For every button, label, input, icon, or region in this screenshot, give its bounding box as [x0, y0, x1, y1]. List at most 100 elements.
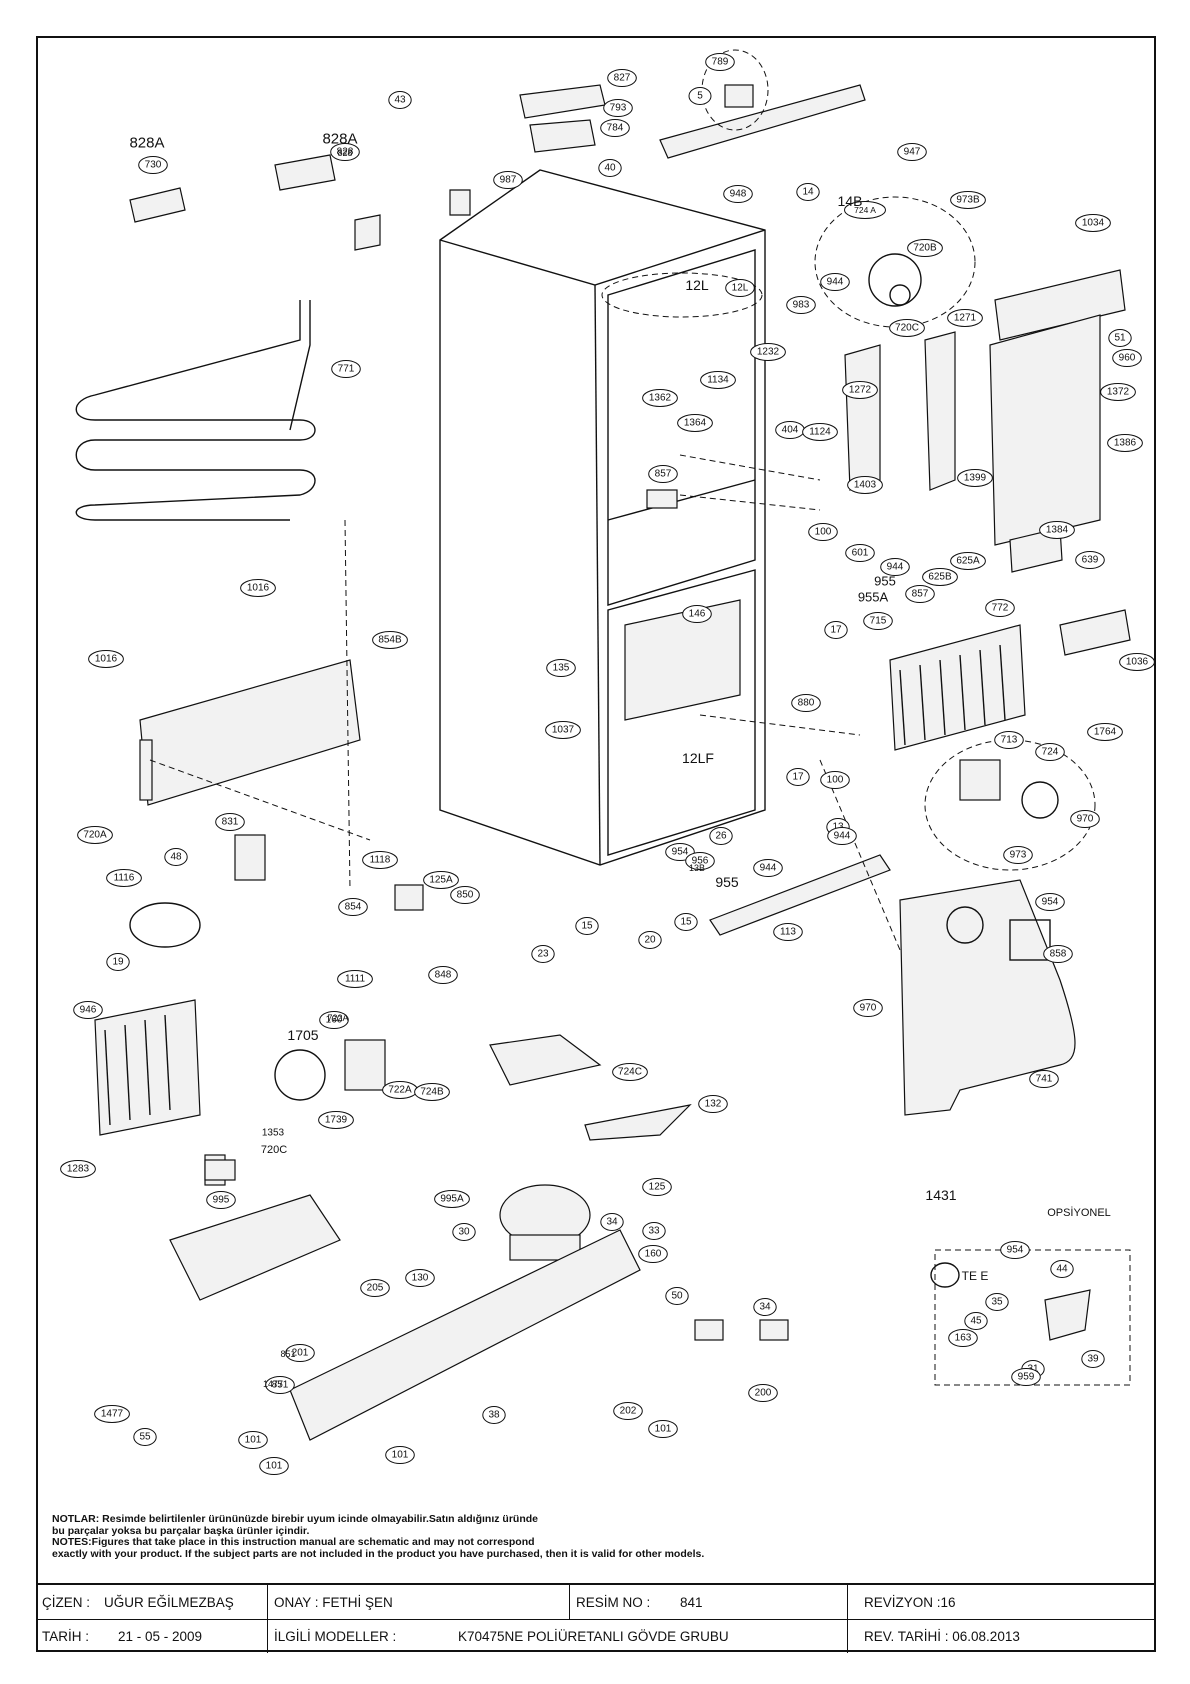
part-callout-20: 20 [638, 931, 662, 949]
part-number-label: 944 [760, 863, 777, 874]
part-number-label: 1118 [370, 855, 391, 866]
part-callout-854B: 854B [372, 631, 408, 649]
part-number-label: 101 [245, 1435, 262, 1446]
part-callout-23: 23 [531, 945, 555, 963]
part-callout-713: 713 [994, 731, 1024, 749]
part-number-label: 954 [672, 847, 689, 858]
part-number-label: 720C [895, 323, 919, 334]
part-number-label: 45 [970, 1316, 982, 1327]
part-callout-1016: 1016 [88, 650, 124, 668]
optional-inset [930, 1249, 1131, 1386]
part-number-label: 19 [112, 957, 124, 968]
part-number-label: 125A [429, 875, 453, 886]
part-callout-720C: 720C [889, 319, 925, 337]
part-number-label: 724B [420, 1087, 444, 1098]
part-number-label: 132 [705, 1099, 722, 1110]
part-callout-715: 715 [863, 612, 893, 630]
heading-h12l: 12L [685, 277, 709, 293]
part-callout-947: 947 [897, 143, 927, 161]
part-callout-1271: 1271 [947, 309, 983, 327]
part-callout-724C: 724C [612, 1063, 648, 1081]
part-callout-827: 827 [607, 69, 637, 87]
part-callout-1124: 1124 [802, 423, 838, 441]
part-callout-730: 730 [138, 156, 168, 174]
heading-h720c: 720C [261, 1144, 287, 1156]
part-callout-1386: 1386 [1107, 434, 1143, 452]
part-callout-33: 33 [642, 1222, 666, 1240]
evaporator-panels [601, 49, 1126, 573]
part-callout-404: 404 [775, 421, 805, 439]
part-callout-724-A: 724 A [844, 201, 886, 219]
part-callout-720A: 720A [77, 826, 113, 844]
part-number-label: 1399 [964, 473, 987, 484]
part-callout-625B: 625B [922, 568, 958, 586]
tarih-value: 21 - 05 - 2009 [118, 1628, 203, 1644]
part-number-label: 1362 [649, 393, 672, 404]
part-callout-789: 789 [705, 53, 735, 71]
rev-tarihi-cell: REV. TARİHİ : 06.08.2013 [848, 1619, 1156, 1653]
part-number-label: 944 [827, 277, 844, 288]
part-number-label: 720A [83, 830, 107, 841]
part-number-label: 17 [830, 625, 842, 636]
rev-tarihi-text: REV. TARİHİ : 06.08.2013 [864, 1628, 1020, 1644]
part-callout-784: 784 [600, 119, 630, 137]
part-number-label: 13 [832, 822, 844, 833]
part-callout-954: 954 [665, 843, 695, 861]
part-number-label: 724 A [854, 205, 876, 215]
part-number-label: 5 [697, 91, 703, 102]
part-callout-1739: 1739 [318, 1111, 354, 1129]
part-callout-1134: 1134 [700, 371, 736, 389]
part-number-label: 857 [912, 589, 929, 600]
heading-h851: 851 [280, 1349, 295, 1359]
part-number-label: 1739 [325, 1115, 348, 1126]
part-number-label: 50 [671, 1291, 683, 1302]
part-callout-973: 973 [1003, 846, 1033, 864]
part-callout-12L: 12L [725, 279, 755, 297]
part-number-label: 1037 [552, 725, 575, 736]
part-number-label: 1372 [1107, 387, 1130, 398]
part-callout-880: 880 [791, 694, 821, 712]
part-number-label: 1403 [854, 480, 877, 491]
part-number-label: 1036 [1126, 657, 1149, 668]
part-callout-970: 970 [1070, 810, 1100, 828]
part-callout-55: 55 [133, 1428, 157, 1446]
part-callout-1116: 1116 [106, 869, 142, 887]
part-number-label: 724 [1042, 747, 1059, 758]
part-callout-202: 202 [613, 1402, 643, 1420]
part-number-label: 14 [802, 187, 814, 198]
part-number-label: 101 [655, 1424, 672, 1435]
part-number-label: 831 [222, 817, 239, 828]
part-callout-1384: 1384 [1039, 521, 1075, 539]
part-number-label: 101 [266, 1461, 283, 1472]
part-number-label: 48 [170, 852, 182, 863]
heading-h14b: 14B [838, 193, 863, 209]
part-number-label: 625A [956, 556, 980, 567]
part-callout-1477: 1477 [94, 1405, 130, 1423]
part-number-label: 125 [649, 1182, 666, 1193]
resim-no-label: RESİM NO : [576, 1594, 651, 1610]
tarih-label: TARİH : [42, 1628, 89, 1644]
part-number-label: 1272 [849, 385, 872, 396]
ilgili-value: K70475NE POLİÜRETANLI GÖVDE GRUBU [458, 1628, 729, 1644]
part-callout-17: 17 [824, 621, 848, 639]
rear-cover [899, 879, 1076, 1116]
part-callout-50: 50 [665, 1287, 689, 1305]
part-callout-601: 601 [845, 544, 875, 562]
part-number-label: 1034 [1082, 218, 1105, 229]
part-callout-850: 850 [450, 886, 480, 904]
part-number-label: 39 [1087, 1354, 1099, 1365]
part-callout-857: 857 [905, 585, 935, 603]
part-number-label: 741 [1036, 1074, 1053, 1085]
part-callout-201: 201 [285, 1344, 315, 1362]
part-callout-1283: 1283 [60, 1160, 96, 1178]
part-number-label: 1477 [101, 1409, 124, 1420]
tarih-cell: TARİH : 21 - 05 - 2009 [36, 1619, 268, 1653]
part-callout-43: 43 [388, 91, 412, 109]
part-callout-1034: 1034 [1075, 214, 1111, 232]
part-number-label: 100 [827, 775, 844, 786]
part-number-label: 880 [798, 698, 815, 709]
part-number-label: 38 [488, 1410, 500, 1421]
back-panel [139, 659, 361, 806]
part-number-label: 713 [1001, 735, 1018, 746]
